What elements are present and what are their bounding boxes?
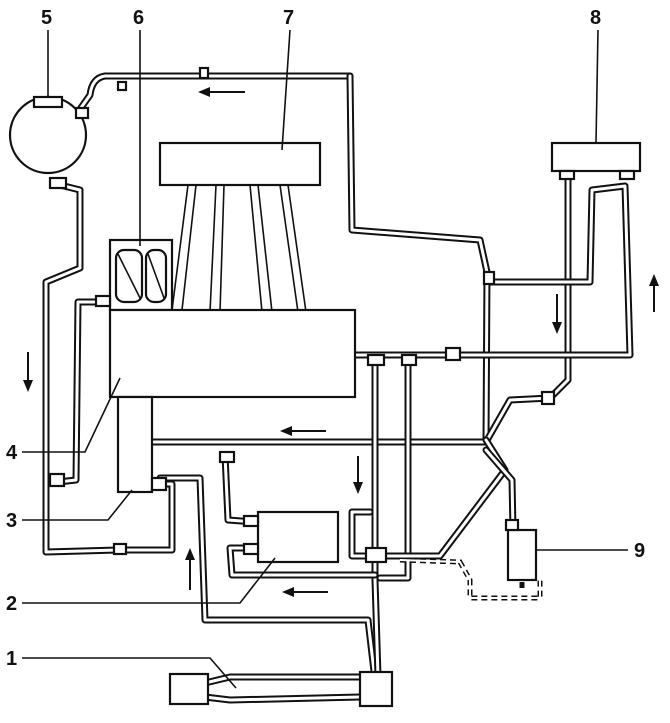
label-8: 8 — [590, 7, 601, 29]
label-1: 1 — [6, 648, 17, 670]
callout-labels: 5 6 7 8 4 3 9 2 1 — [6, 7, 645, 670]
cylinder-head — [108, 308, 357, 399]
manifold-runners — [171, 184, 307, 313]
oil-cooler-body — [256, 510, 340, 564]
engine-block — [48, 294, 357, 494]
label-7: 7 — [283, 7, 294, 29]
hose-clamps — [112, 66, 556, 564]
label-5: 5 — [41, 7, 52, 29]
coolant-pump — [168, 670, 394, 708]
expansion-tank-cap — [32, 95, 64, 109]
flow-arrows — [23, 87, 659, 597]
hose-bottom-left-loop — [114, 480, 176, 554]
flow-arrow-icon — [198, 87, 245, 97]
expansion-tank — [8, 95, 90, 190]
hose-center-vertical-2 — [376, 361, 412, 582]
flow-arrow-icon — [185, 548, 195, 590]
flow-arrow-icon — [552, 294, 562, 334]
flow-arrow-icon — [649, 274, 659, 312]
heater-core-body — [550, 141, 642, 173]
coolant-hoses — [42, 72, 634, 704]
intake-manifold — [158, 141, 322, 313]
pump-block-left — [168, 672, 210, 706]
engine-block-lower — [116, 395, 154, 494]
pump-block-right — [358, 670, 394, 708]
expansion-tank-outlet — [48, 176, 68, 190]
heater-core — [550, 141, 642, 181]
flow-arrow-icon — [353, 456, 363, 494]
leader-lines — [22, 29, 628, 689]
manifold-plenum — [158, 141, 322, 187]
label-9: 9 — [634, 540, 645, 562]
expansion-tank-inlet — [74, 106, 90, 120]
label-4: 4 — [6, 442, 18, 464]
valve-unit — [504, 518, 538, 582]
hose-oil-cooler-loop — [221, 451, 259, 526]
hose-right-down — [346, 72, 491, 444]
flow-arrow-icon — [280, 426, 326, 436]
flow-arrow-icon — [282, 587, 328, 597]
hose-pump-inlet — [156, 474, 379, 684]
valve-body — [506, 528, 538, 582]
label-6: 6 — [133, 7, 144, 29]
hose-tank-left — [42, 181, 122, 556]
oil-cooler — [242, 510, 340, 564]
expansion-tank-body — [8, 95, 88, 175]
label-3: 3 — [6, 510, 17, 532]
thermostat-housing — [108, 238, 174, 312]
flow-arrow-icon — [23, 352, 33, 392]
label-2: 2 — [6, 593, 17, 615]
